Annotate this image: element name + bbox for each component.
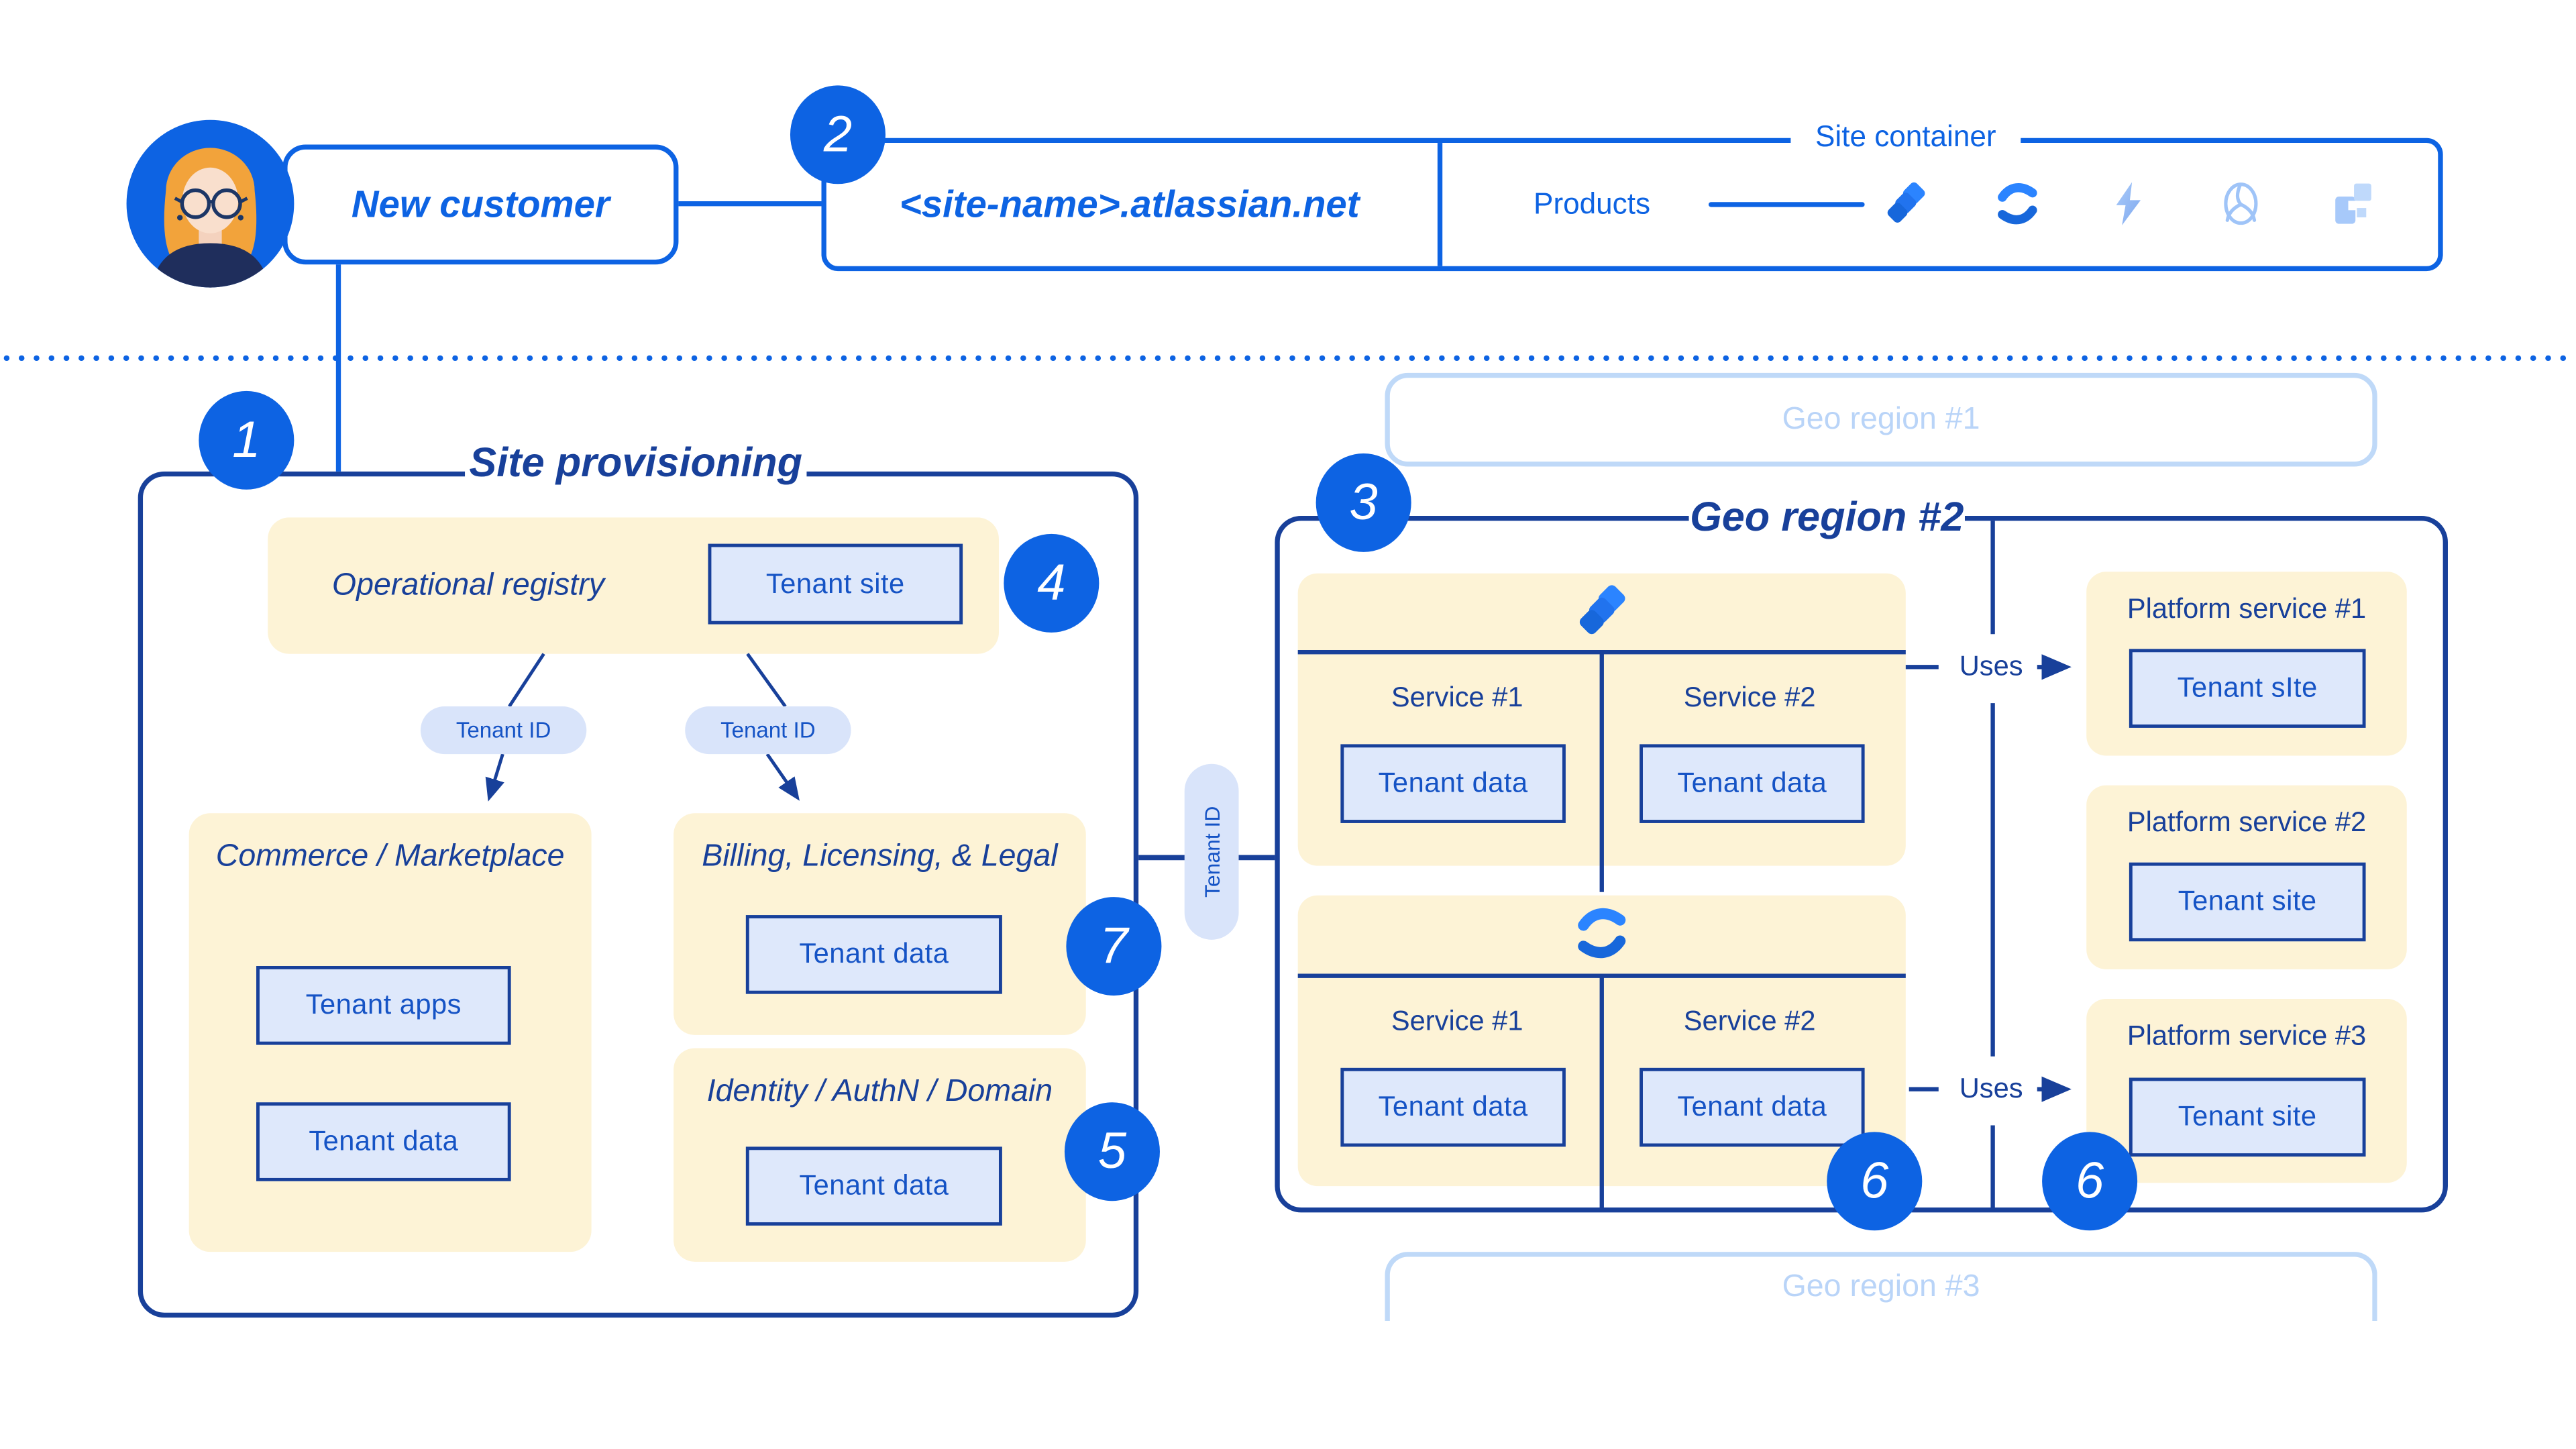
badge-4: 4 [1004,533,1099,633]
products-label: Products [1534,186,1651,219]
platform-service-2-title: Platform service #2 [2127,806,2367,838]
tenant-site-box: Tenant site [708,543,963,625]
site-container-divider [1437,143,1443,266]
billing-title: Billing, Licensing, & Legal [702,839,1058,874]
jira-service2-tenant-data: Tenant data [1640,744,1865,823]
tenant-id-connector-pill: Tenant ID [1184,763,1239,940]
identity-title: Identity / AuthN / Domain [706,1074,1053,1110]
badge-3: 3 [1316,453,1411,552]
commerce-tenant-data-box: Tenant data [256,1102,511,1181]
identity-tenant-data-box: Tenant data [745,1146,1002,1226]
badge-6b: 6 [2042,1132,2138,1231]
badge-5: 5 [1064,1102,1160,1201]
commerce-title: Commerce / Marketplace [215,839,565,874]
new-customer-label: New customer [351,182,610,225]
confluence-icon [1994,180,2041,227]
site-provisioning-title: Site provisioning [465,430,807,496]
tenant-id-pill-right: Tenant ID [685,706,851,755]
bolt-icon [2116,182,2141,225]
new-customer-box: New customer [282,144,679,265]
confluence-block-icon [1574,905,1629,961]
platform-service-3-tenant-site: Tenant site [2129,1077,2366,1157]
tenant-id-pill-left: Tenant ID [420,706,587,755]
globe-icon [2224,182,2258,225]
confluence-service2-tenant-data: Tenant data [1640,1067,1865,1147]
uses-label-2: Uses [1948,1069,2034,1110]
tenant-id-connector-label: Tenant ID [1199,806,1224,898]
operational-registry-title: Operational registry [331,568,604,602]
avatar-icon [126,119,294,288]
geo-region-1-label: Geo region #1 [1782,401,1980,437]
product-icons [1883,180,2402,227]
geo-region-1-box: Geo region #1 [1385,372,2377,467]
platform-service-3-title: Platform service #3 [2127,1020,2367,1052]
site-name-label: <site-name>.atlassian.net [899,182,1360,225]
confluence-service1-tenant-data: Tenant data [1340,1067,1566,1147]
jira-service1-label: Service #1 [1391,682,1523,713]
site-container-box [821,138,2443,272]
jira-service1-tenant-data: Tenant data [1340,744,1566,823]
confluence-service1-label: Service #1 [1391,1005,1523,1037]
tenant-apps-box: Tenant apps [256,966,511,1045]
badge-2: 2 [790,85,886,184]
billing-tenant-data-box: Tenant data [745,915,1002,994]
platform-service-1-title: Platform service #1 [2127,593,2367,625]
uses-label-1: Uses [1948,647,2034,687]
jira-icon [1883,180,1929,227]
badge-1: 1 [199,390,294,490]
platform-service-2-tenant-site: Tenant site [2129,862,2366,942]
jira-service2-label: Service #2 [1683,682,1816,713]
customer-avatar [125,118,296,289]
site-container-title: Site container [1790,115,2021,160]
products-dash [1708,201,1865,207]
badge-7: 7 [1066,897,1162,996]
squares-icon [2335,183,2371,224]
confluence-service2-label: Service #2 [1683,1005,1816,1037]
geo-region-2-title: Geo region #2 [1688,486,1965,549]
geo-region-3-label: Geo region #3 [1782,1270,1980,1305]
geo-region-3-box: Geo region #3 [1385,1252,2377,1321]
platform-service-1-tenant-site: Tenant sIte [2129,649,2366,728]
badge-6a: 6 [1827,1132,1923,1231]
jira-block-icon [1574,583,1629,639]
